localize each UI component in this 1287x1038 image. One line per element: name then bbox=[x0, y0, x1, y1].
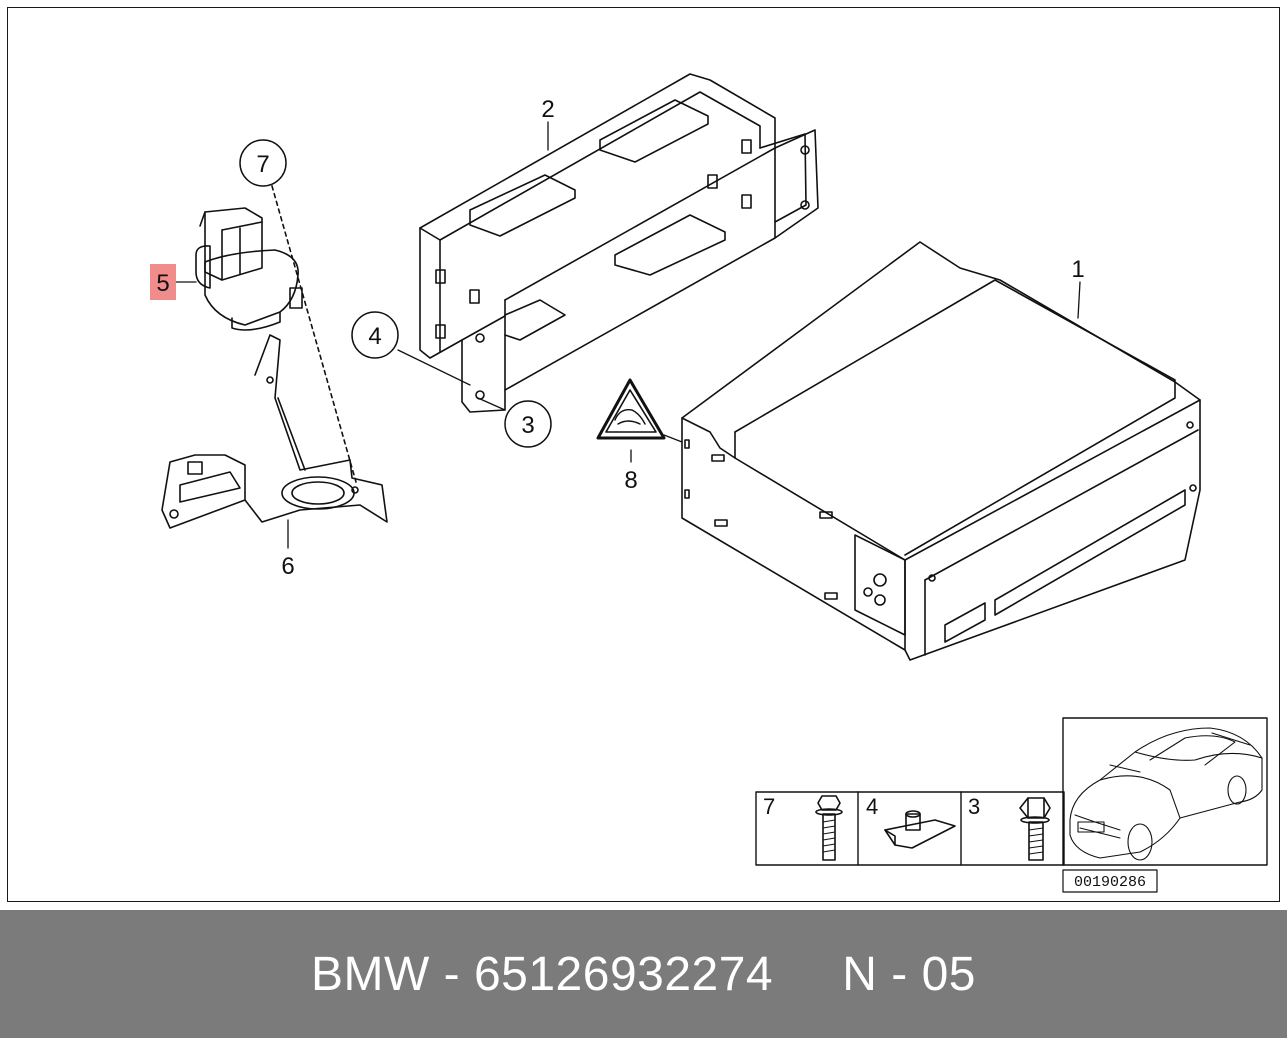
svg-text:3: 3 bbox=[521, 412, 534, 439]
part-2-bracket bbox=[419, 73, 819, 413]
highlight-box bbox=[150, 264, 176, 300]
svg-text:4: 4 bbox=[368, 323, 381, 350]
callout-7: 7 bbox=[239, 139, 287, 187]
part-1-unit bbox=[681, 241, 1201, 661]
footer-bar: BMW - 65126932274 N - 05 bbox=[0, 910, 1287, 1038]
svg-text:1: 1 bbox=[1071, 256, 1084, 283]
leader-lines bbox=[175, 121, 1081, 549]
callout-3: 3 bbox=[504, 400, 552, 448]
assembly-line bbox=[271, 185, 357, 483]
svg-text:5: 5 bbox=[156, 270, 169, 297]
svg-text:2: 2 bbox=[541, 96, 554, 123]
part-6-holder bbox=[161, 334, 388, 529]
fastener-table: 7 4 3 bbox=[755, 791, 1065, 866]
clip-nut-icon bbox=[884, 810, 956, 849]
callout-2: 2 bbox=[541, 96, 554, 123]
table-cell-label-2: 4 bbox=[866, 794, 878, 819]
callout-1: 1 bbox=[1071, 256, 1084, 283]
parts-diagram: 2 1 7 4 3 5 6 8 7 4 3 bbox=[150, 73, 1268, 893]
table-cell-label-1: 7 bbox=[763, 794, 775, 819]
screw-icon bbox=[815, 795, 843, 861]
table-cell-label-3: 3 bbox=[968, 794, 980, 819]
car-icon bbox=[1069, 727, 1263, 861]
callout-4: 4 bbox=[351, 311, 399, 359]
svg-text:7: 7 bbox=[256, 151, 269, 178]
svg-text:8: 8 bbox=[624, 467, 637, 494]
callout-5-highlighted: 5 bbox=[150, 264, 176, 300]
reference-number: 00190286 bbox=[1074, 874, 1146, 891]
part-5-module bbox=[195, 207, 303, 331]
callout-8: 8 bbox=[624, 467, 637, 494]
part-8-warning-label bbox=[596, 378, 666, 440]
footer-part-number: BMW - 65126932274 N - 05 bbox=[311, 947, 976, 1001]
callout-6: 6 bbox=[281, 553, 294, 580]
car-location-thumbnail: 00190286 bbox=[1062, 717, 1268, 893]
svg-text:6: 6 bbox=[281, 553, 294, 580]
bolt-icon bbox=[1019, 797, 1051, 861]
